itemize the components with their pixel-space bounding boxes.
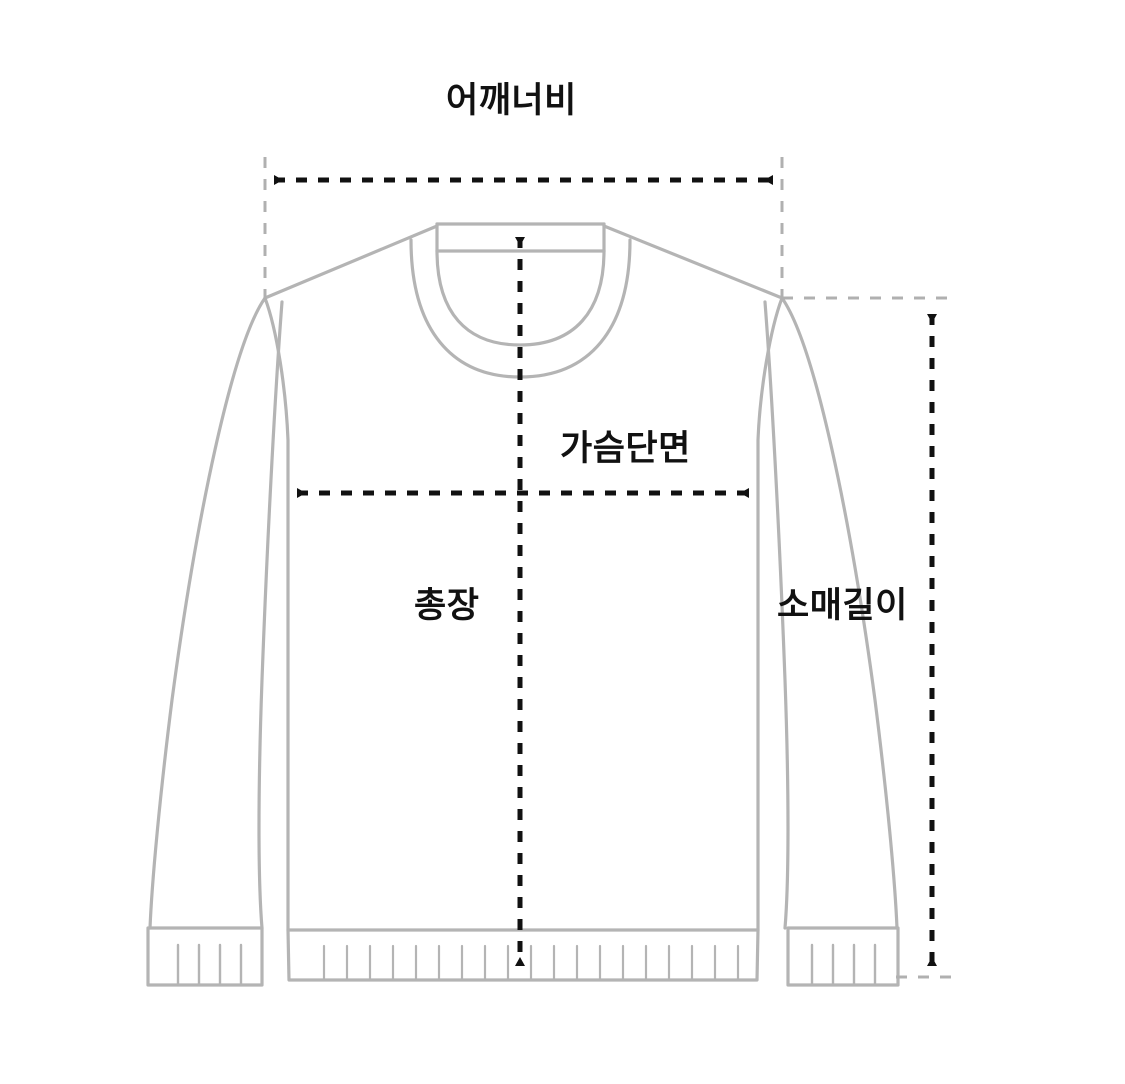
sleeve-length-label: 소매길이 <box>777 586 908 626</box>
guide-lines <box>263 157 958 979</box>
body-left-side-seam <box>263 296 290 932</box>
right-cuff-ribs <box>810 943 877 987</box>
right-sleeve-inner-seam <box>763 300 790 930</box>
chest-width-label: 가슴단면 <box>560 429 691 469</box>
left-shoulder-seam <box>263 224 439 300</box>
body-hem-band <box>286 928 760 982</box>
left-sleeve-inner-seam <box>257 300 284 930</box>
garment-outline <box>146 222 900 987</box>
right-shoulder-seam <box>602 224 784 300</box>
right-cuff <box>786 926 900 987</box>
left-sleeve-outer-seam <box>148 296 267 930</box>
shoulder-width-label: 어깨너비 <box>446 81 577 121</box>
body-right-side-seam <box>756 296 784 932</box>
body-hem-ribs <box>322 944 740 982</box>
right-sleeve-outer-seam <box>780 296 899 930</box>
measurement-arrows <box>274 175 937 966</box>
left-cuff <box>146 926 264 987</box>
total-length-label: 총장 <box>414 586 480 626</box>
left-cuff-ribs <box>176 943 243 987</box>
